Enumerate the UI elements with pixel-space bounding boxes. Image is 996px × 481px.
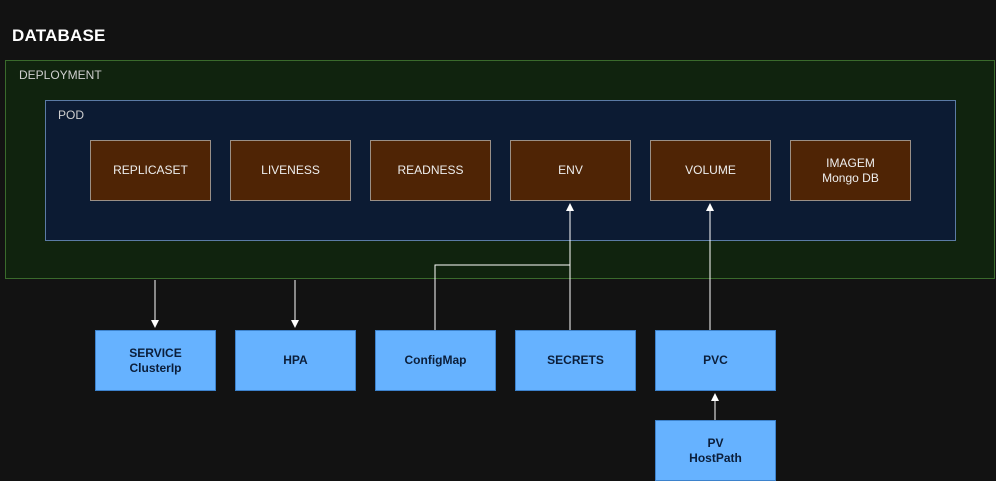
pv-label: PV — [707, 435, 724, 450]
secrets-box[interactable]: SECRETS — [515, 330, 636, 391]
replicaset-label: REPLICASET — [113, 163, 188, 177]
image-label: IMAGEM — [826, 155, 875, 170]
replicaset-box[interactable]: REPLICASET — [90, 140, 211, 201]
env-label: ENV — [558, 163, 583, 177]
volume-label: VOLUME — [685, 163, 736, 177]
env-box[interactable]: ENV — [510, 140, 631, 201]
image-sublabel: Mongo DB — [822, 170, 879, 185]
service-label: SERVICE — [129, 345, 182, 360]
service-box[interactable]: SERVICE ClusterIp — [95, 330, 216, 391]
readness-label: READNESS — [397, 163, 464, 177]
pod-label: POD — [58, 108, 85, 122]
secrets-label: SECRETS — [547, 353, 604, 367]
configmap-label: ConfigMap — [404, 353, 467, 367]
deployment-label: DEPLOYMENT — [19, 68, 102, 82]
image-box[interactable]: IMAGEM Mongo DB — [790, 140, 911, 201]
service-sublabel: ClusterIp — [129, 360, 182, 375]
pv-sublabel: HostPath — [689, 450, 742, 465]
liveness-box[interactable]: LIVENESS — [230, 140, 351, 201]
liveness-label: LIVENESS — [261, 163, 320, 177]
readness-box[interactable]: READNESS — [370, 140, 491, 201]
pvc-label: PVC — [703, 353, 728, 367]
hpa-box[interactable]: HPA — [235, 330, 356, 391]
pvc-box[interactable]: PVC — [655, 330, 776, 391]
diagram-title: DATABASE — [12, 26, 106, 45]
configmap-box[interactable]: ConfigMap — [375, 330, 496, 391]
configmap-to-env-connector — [434, 264, 570, 330]
hpa-label: HPA — [283, 353, 308, 367]
pv-box[interactable]: PV HostPath — [655, 420, 776, 481]
volume-box[interactable]: VOLUME — [650, 140, 771, 201]
